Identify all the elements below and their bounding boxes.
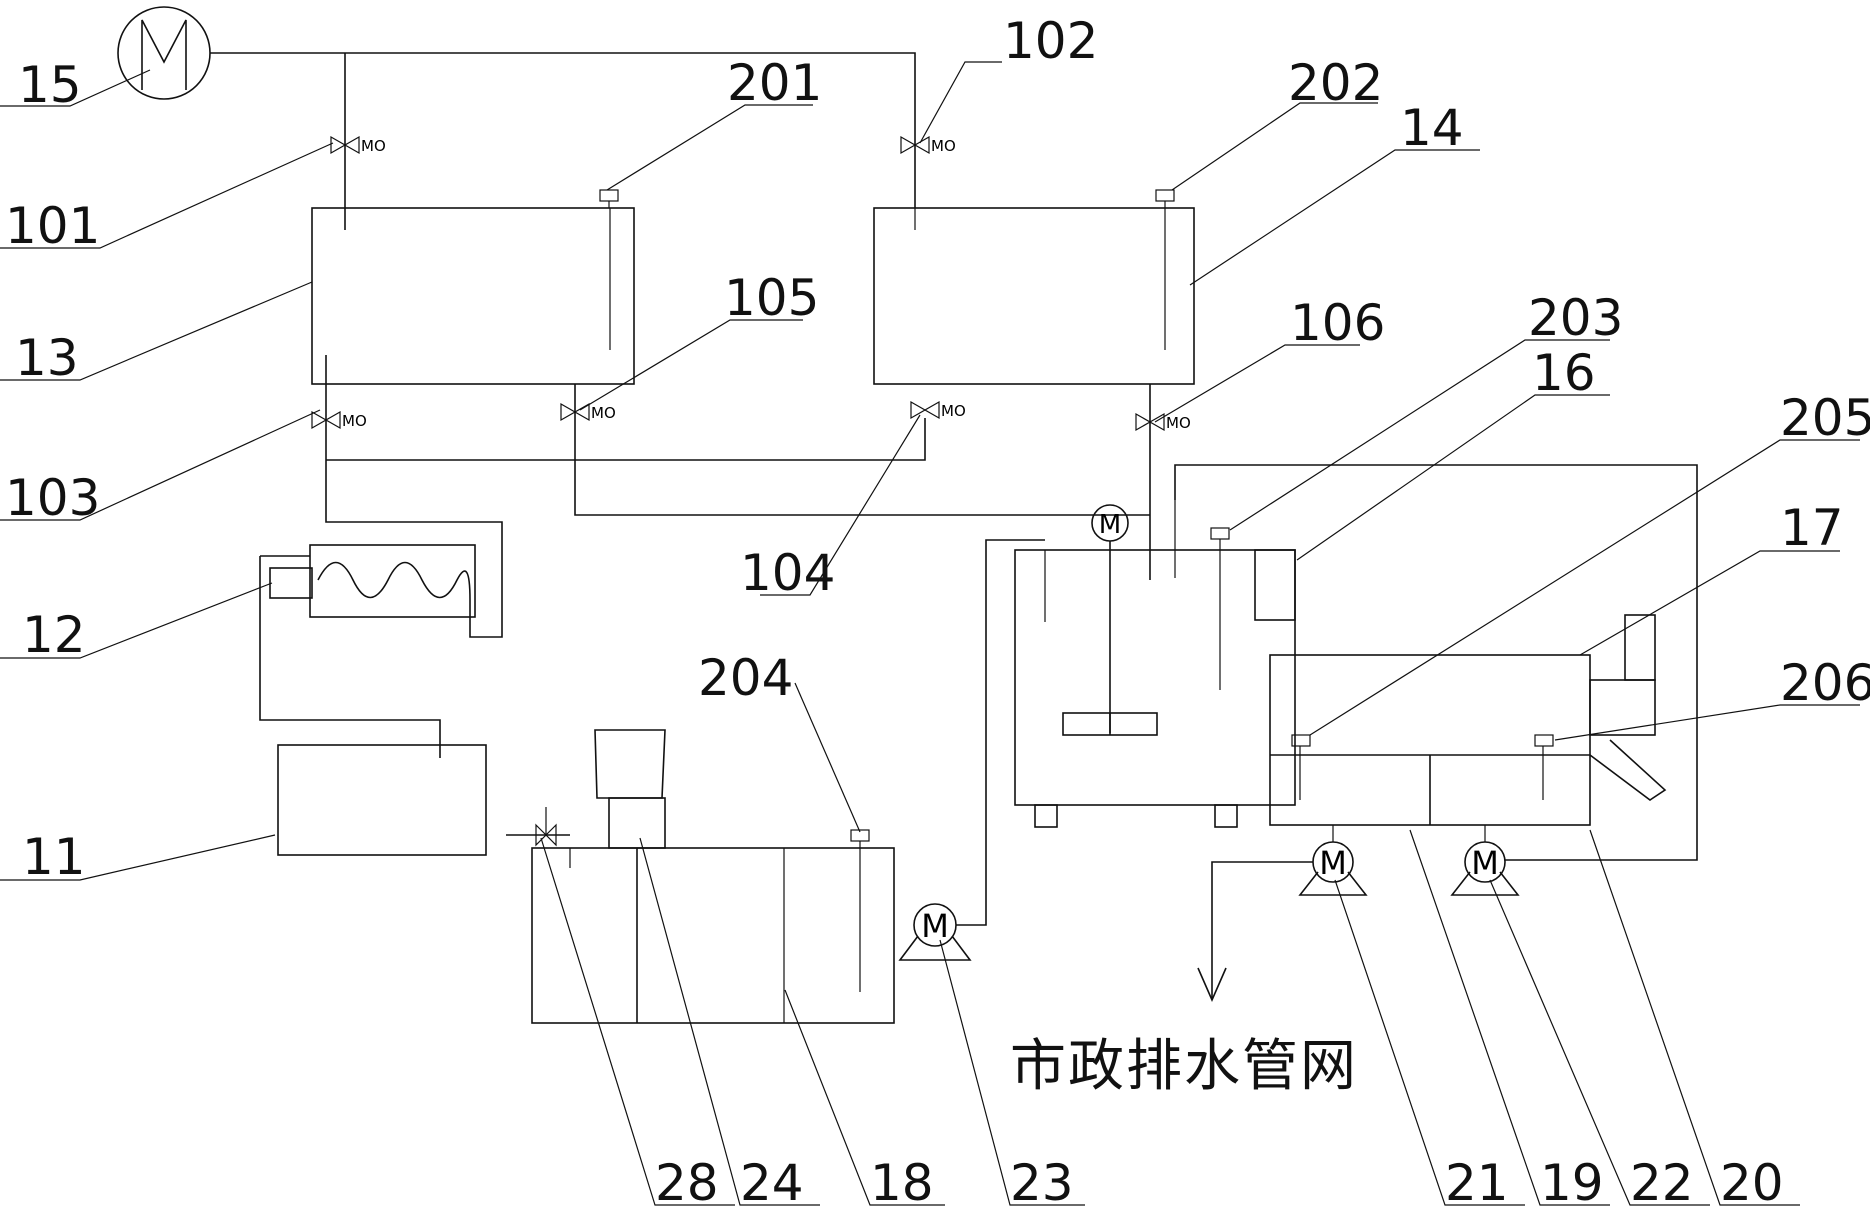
tank-18 [531, 829, 895, 1024]
label-106: 106 [1290, 294, 1385, 352]
motor-glyphs: M M M M [921, 510, 1499, 945]
valve-105-tag: MO [591, 404, 616, 422]
label-101: 101 [5, 197, 100, 255]
level-sensor-203 [1210, 527, 1230, 540]
label-202: 202 [1288, 54, 1383, 112]
valve-103-tag: MO [342, 412, 367, 430]
valve-105: MO [560, 402, 616, 422]
valves: MO MO MO MO MO MO [311, 135, 1191, 432]
agitator-motor-glyph: M [1099, 510, 1121, 540]
label-21: 21 [1445, 1154, 1509, 1212]
valve-101-tag: MO [361, 137, 386, 155]
mixing-tank-16 [1014, 500, 1296, 828]
outlet-caption: 市政排水管网 [1010, 1034, 1358, 1099]
label-11: 11 [22, 828, 86, 886]
level-sensor-202 [1155, 189, 1175, 202]
agitator-motor [1091, 504, 1129, 542]
valve-104: MO [910, 400, 966, 420]
label-18: 18 [870, 1154, 934, 1212]
valve-103: MO [311, 410, 367, 430]
pump-21-glyph: M [1319, 844, 1347, 882]
screw-conveyor-12 [259, 544, 476, 758]
pipe-collector [326, 418, 926, 461]
tank-14 [873, 207, 1195, 385]
valve-106-tag: MO [1166, 414, 1191, 432]
blower-15 [117, 6, 211, 100]
label-203: 203 [1528, 289, 1623, 347]
label-24: 24 [740, 1154, 804, 1212]
pipe-pump23-to-16 [956, 539, 1045, 926]
valve-28 [506, 807, 570, 847]
label-204: 204 [698, 649, 793, 707]
label-19: 19 [1540, 1154, 1604, 1212]
label-13: 13 [15, 329, 79, 387]
valve-101: MO [330, 135, 386, 155]
valve-104-tag: MO [941, 402, 966, 420]
separator-17 [1269, 614, 1667, 826]
pipe-recycle-loop [1174, 464, 1698, 861]
level-sensor-206 [1534, 734, 1554, 747]
label-23: 23 [1010, 1154, 1074, 1212]
hopper-24 [594, 729, 666, 849]
box-11 [277, 744, 487, 856]
discharge-arrow [1197, 967, 1227, 1002]
label-28: 28 [655, 1154, 719, 1212]
tank-13 [311, 207, 635, 385]
valve-102-tag: MO [931, 137, 956, 155]
label-22: 22 [1630, 1154, 1694, 1212]
label-17: 17 [1780, 499, 1844, 557]
leader-lines [0, 61, 1860, 1206]
pipe-105-line [574, 384, 1150, 516]
label-102: 102 [1003, 12, 1098, 70]
label-201: 201 [727, 54, 822, 112]
level-sensor-201 [599, 189, 619, 202]
pump-22-glyph: M [1471, 844, 1499, 882]
air-main-pipe [210, 52, 916, 208]
pipe-to-12 [325, 460, 503, 638]
valve-106: MO [1135, 412, 1191, 432]
label-12: 12 [22, 606, 86, 664]
label-105: 105 [724, 269, 819, 327]
labels: 15 101 102 201 202 14 13 105 106 203 16 … [5, 12, 1870, 1212]
valve-102: MO [900, 135, 956, 155]
label-20: 20 [1720, 1154, 1784, 1212]
label-16: 16 [1532, 344, 1596, 402]
label-206: 206 [1780, 654, 1870, 712]
label-103: 103 [5, 469, 100, 527]
label-15: 15 [18, 56, 82, 114]
pump-23-glyph: M [921, 907, 949, 945]
discharge-pipe [1211, 861, 1313, 998]
label-205: 205 [1780, 389, 1870, 447]
label-14: 14 [1400, 99, 1464, 157]
level-sensor-205 [1291, 734, 1311, 747]
label-104: 104 [740, 544, 835, 602]
